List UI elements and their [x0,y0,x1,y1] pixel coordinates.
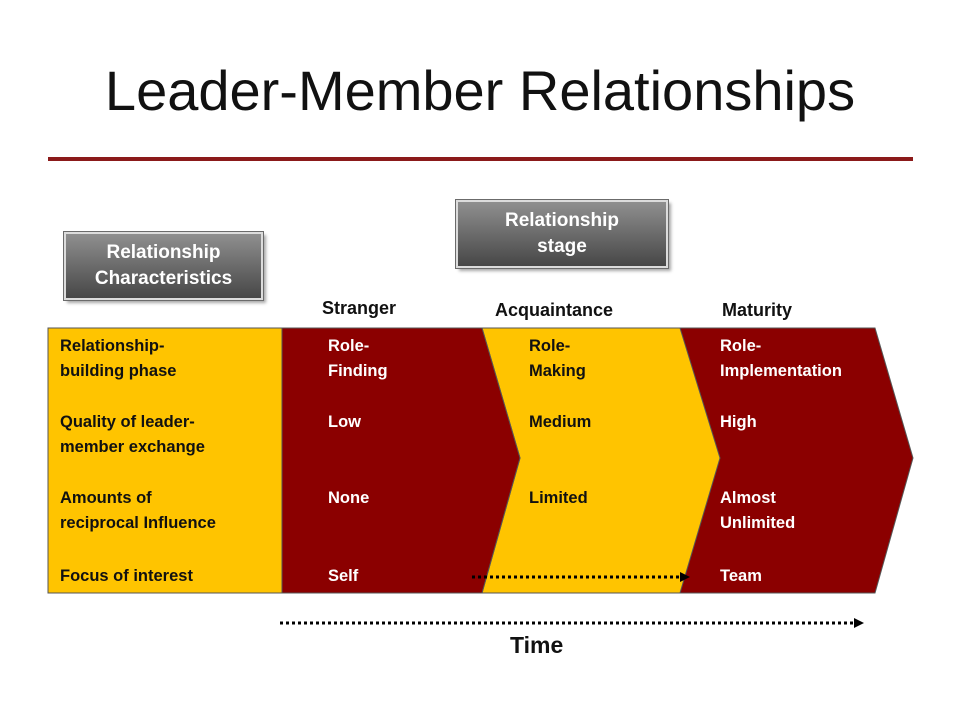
stranger-exchange-quality: Low [328,413,361,431]
acquaintance-building-phase: Role- Making [529,337,586,380]
stage-label-acquaintance: Acquaintance [495,300,614,320]
maturity-exchange-quality: High [720,413,757,431]
acquaintance-exchange-quality: Medium [529,413,592,431]
row-label-reciprocal-influence: Amounts of reciprocal Influence [60,489,216,532]
acquaintance-reciprocal-influence: Limited [529,489,588,507]
relationship-stage-box: Relationship stage [455,199,669,269]
relationship-characteristics-box: Relationship Characteristics [63,231,264,301]
stranger-focus-of-interest: Self [328,567,359,585]
stranger-chevron [281,327,521,594]
characteristics-box-line2: Characteristics [94,268,233,289]
time-label: Time [510,632,564,658]
maturity-building-phase: Role- Implementation [720,337,842,380]
row-label-focus-of-interest: Focus of interest [60,567,193,585]
slide-title: Leader-Member Relationships [104,59,856,122]
stage-box-line1: Relationship [504,210,619,231]
stranger-reciprocal-influence: None [328,489,370,507]
stage-label-maturity: Maturity [722,300,793,320]
characteristics-box-line1: Relationship [106,242,221,263]
title-divider [48,157,913,161]
stage-box-line2: stage [537,236,587,257]
row-label-building-phase: Relationship- building phase [60,337,177,380]
row-label-exchange-quality: Quality of leader- member exchange [60,413,205,456]
stranger-building-phase: Role- Finding [328,337,388,380]
maturity-reciprocal-influence: Almost Unlimited [720,489,796,532]
stage-label-stranger: Stranger [322,298,397,318]
maturity-focus-of-interest: Team [720,567,762,585]
